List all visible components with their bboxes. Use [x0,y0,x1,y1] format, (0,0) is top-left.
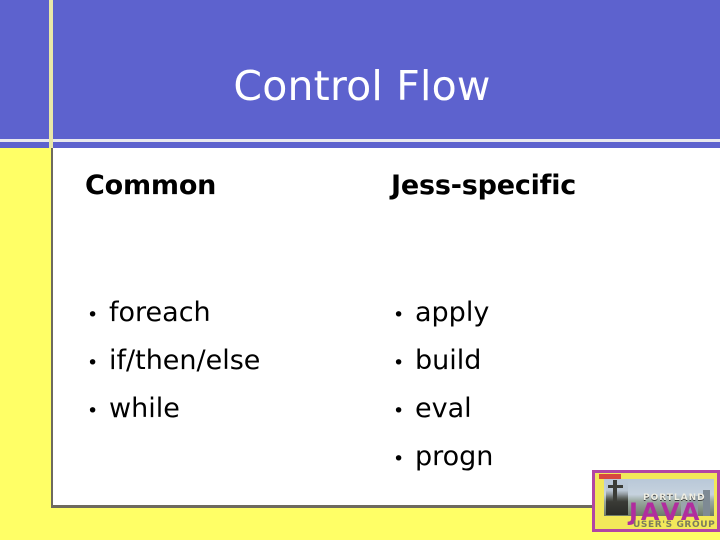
header-divider-rule [0,139,720,142]
bullet-icon: • [87,304,99,326]
column-header-common: Common [85,170,217,201]
logo-building-icon [681,502,687,516]
bullet-icon: • [393,304,405,326]
portland-java-users-group-logo: PORTLAND JAVA USER'S GROUP [592,470,720,532]
content-columns: Common • foreach • if/then/else • while Jes… [51,148,720,506]
slide-header-band [0,0,720,139]
list-item-label: while [109,393,180,424]
logo-text-users-group: USER'S GROUP [633,520,716,529]
bullet-list-jess-specific: • apply • build • eval • progn [393,290,493,482]
content-panel [51,148,720,508]
list-item: • build [393,338,493,386]
list-item-label: progn [415,441,494,472]
bullet-icon: • [393,448,405,470]
list-item-label: if/then/else [109,345,261,376]
list-item: • foreach [87,290,260,338]
logo-tab-marker [599,474,621,479]
list-item-label: eval [415,393,472,424]
list-item: • progn [393,434,493,482]
list-item: • eval [393,386,493,434]
list-item: • if/then/else [87,338,260,386]
bullet-icon: • [393,400,405,422]
left-yellow-band [0,148,51,540]
bullet-icon: • [393,352,405,374]
list-item-label: build [415,345,482,376]
logo-bridge-tower-icon [606,480,628,515]
list-item: • apply [393,290,493,338]
header-band-lower-stripe [0,142,720,148]
bullet-icon: • [87,400,99,422]
bullet-icon: • [87,352,99,374]
list-item: • while [87,386,260,434]
header-vertical-accent-line [49,0,53,148]
logo-inner-panel: PORTLAND JAVA USER'S GROUP [595,473,717,529]
logo-text-portland: PORTLAND [643,493,706,503]
list-item-label: apply [415,297,490,328]
logo-building-icon [703,490,710,516]
slide-title: Control Flow [233,62,491,110]
column-header-jess-specific: Jess-specific [391,170,577,201]
logo-skyline-photo [604,479,714,516]
list-item-label: foreach [109,297,211,328]
bullet-list-common: • foreach • if/then/else • while [87,290,260,434]
logo-text-java: JAVA [629,498,703,526]
logo-building-icon [689,496,698,516]
